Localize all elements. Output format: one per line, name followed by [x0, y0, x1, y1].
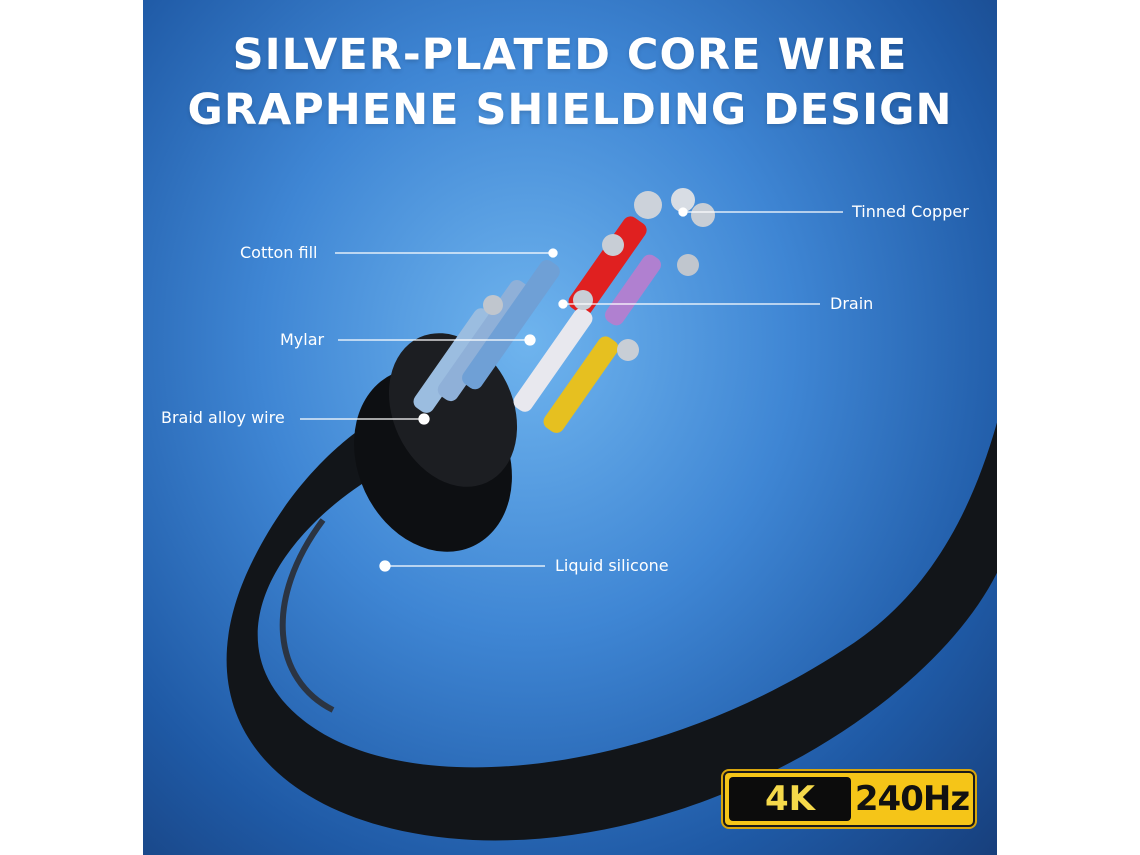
product-image: SILVER-PLATED CORE WIRE GRAPHENE SHIELDI… — [143, 0, 997, 855]
headline-line-1: SILVER-PLATED CORE WIRE — [232, 30, 908, 80]
spec-badge: 4K 240Hz — [723, 771, 975, 827]
label-liquid-silicone: Liquid silicone — [555, 556, 669, 575]
callout-lines — [300, 207, 843, 572]
label-mylar: Mylar — [280, 330, 325, 349]
label-cotton-fill: Cotton fill — [240, 243, 318, 262]
label-tinned-copper: Tinned Copper — [852, 202, 969, 221]
badge-resolution: 4K — [729, 777, 851, 821]
cable-illustration — [226, 188, 997, 841]
label-drain: Drain — [830, 294, 874, 313]
label-braid-alloy-wire: Braid alloy wire — [161, 408, 285, 427]
inner-wires — [413, 188, 715, 433]
badge-refresh-rate: 240Hz — [854, 779, 970, 819]
headline-line-2: GRAPHENE SHIELDING DESIGN — [187, 85, 953, 135]
cable-body — [226, 420, 997, 841]
